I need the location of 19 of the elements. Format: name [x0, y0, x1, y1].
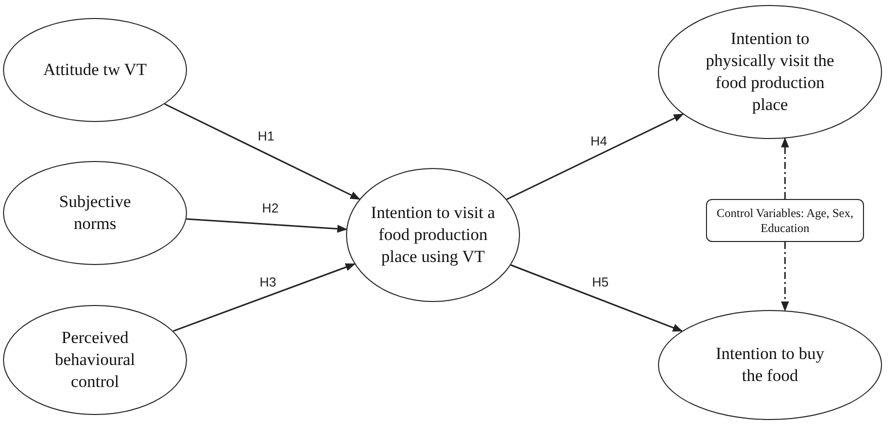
arrow	[510, 264, 683, 332]
edge-label: H3	[260, 274, 276, 290]
arrow	[164, 103, 360, 200]
control-variables-box: Control Variables: Age, Sex, Education	[706, 199, 864, 242]
arrow	[186, 218, 348, 233]
dashed-arrow	[781, 242, 789, 312]
edge-label: H5	[592, 274, 609, 290]
edge-label: H4	[590, 133, 608, 148]
arrow	[172, 263, 356, 332]
construct-ellipse: Perceived behavioural control	[3, 305, 187, 415]
arrow	[506, 113, 684, 200]
construct-ellipse: Attitude tw VT	[3, 18, 187, 122]
construct-ellipse: Subjective norms	[3, 161, 187, 265]
edge-label: H1	[258, 128, 274, 144]
construct-ellipse: Intention to buy the food	[658, 310, 882, 420]
edge-label: H2	[262, 200, 279, 216]
dashed-arrow	[781, 137, 789, 199]
construct-ellipse: Intention to visit a food production place using VT	[346, 168, 520, 302]
construct-ellipse: Intention to physically visit the food production place	[658, 5, 882, 139]
